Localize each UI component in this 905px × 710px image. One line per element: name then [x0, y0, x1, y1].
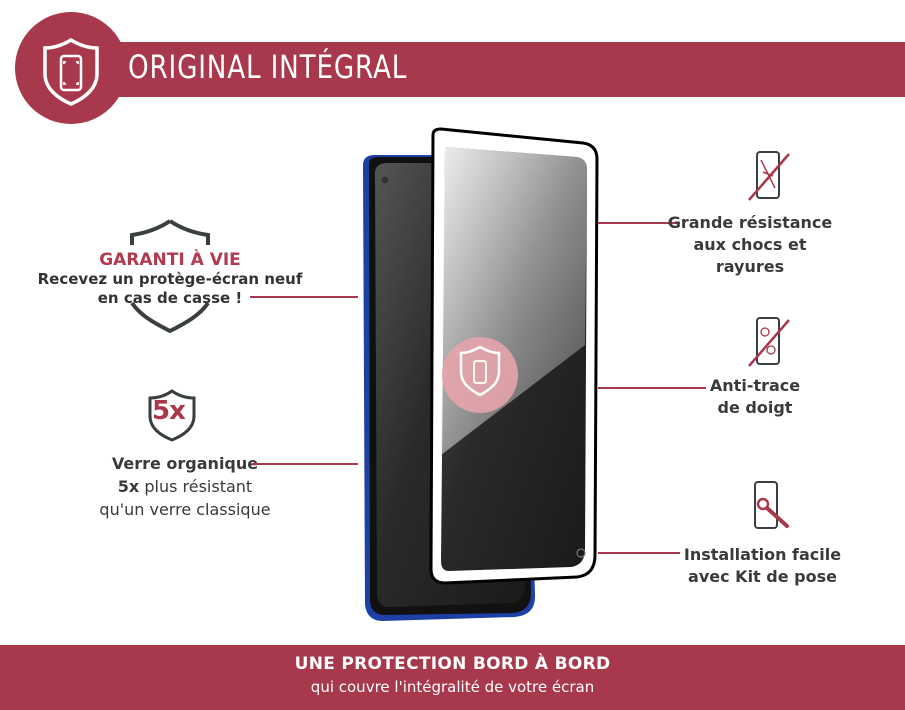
footer-banner: UNE PROTECTION BORD À BORD qui couvre l'…	[0, 645, 905, 710]
organic-title: Verre organique	[111, 454, 259, 473]
5x-shield-icon	[148, 389, 196, 442]
feature3-line2: avec Kit de pose	[688, 567, 837, 586]
feature-anti-fingerprint: Anti-trace de doigt	[690, 375, 820, 419]
scratch-resistant-phone-icon	[748, 151, 790, 201]
footer-subtitle: qui couvre l'intégralité de votre écran	[310, 678, 595, 696]
footer-title: UNE PROTECTION BORD À BORD	[294, 654, 611, 674]
feature2-line2: de doigt	[717, 398, 793, 417]
wrench-phone-icon	[754, 481, 789, 529]
feature1-line1: Grande résistance	[667, 213, 833, 232]
page-title: ORIGINAL INTÉGRAL	[128, 48, 408, 86]
guarantee-block: GARANTI À VIE Recevez un protège-écran n…	[20, 250, 320, 308]
header-badge	[15, 12, 127, 124]
shield-phone-icon	[43, 37, 99, 106]
organic-line3: qu'un verre classique	[99, 500, 271, 519]
organic-connector-line	[252, 463, 358, 465]
shield-outline-icon	[130, 219, 210, 334]
organic-line2-rest: plus résistant	[139, 477, 253, 496]
organic-line2-bold: 5x	[117, 477, 140, 496]
header-band	[60, 42, 905, 97]
feature-shock-resistance: Grande résistance aux chocs et rayures	[665, 212, 835, 278]
guarantee-connector-line	[250, 296, 358, 298]
5x-badge-label: 5x	[152, 396, 186, 426]
feature3-line1: Installation facile	[683, 545, 842, 564]
feature2-connector-line	[598, 387, 706, 389]
organic-glass-block: Verre organique 5x plus résistant qu'un …	[70, 452, 300, 521]
feature1-connector-line	[598, 222, 680, 224]
organic-line2: 5x plus résistant	[70, 475, 300, 498]
phone-illustration	[363, 127, 599, 621]
fingerprint-phone-icon	[748, 317, 790, 367]
guarantee-line1: Recevez un protège-écran neuf	[37, 270, 303, 288]
feature2-line1: Anti-trace	[709, 376, 801, 395]
feature1-line2: aux chocs et rayures	[693, 235, 807, 276]
feature3-connector-line	[598, 552, 680, 554]
feature-easy-install: Installation facile avec Kit de pose	[680, 544, 845, 588]
guarantee-title: GARANTI À VIE	[99, 250, 241, 270]
guarantee-line2: en cas de casse !	[97, 289, 243, 307]
